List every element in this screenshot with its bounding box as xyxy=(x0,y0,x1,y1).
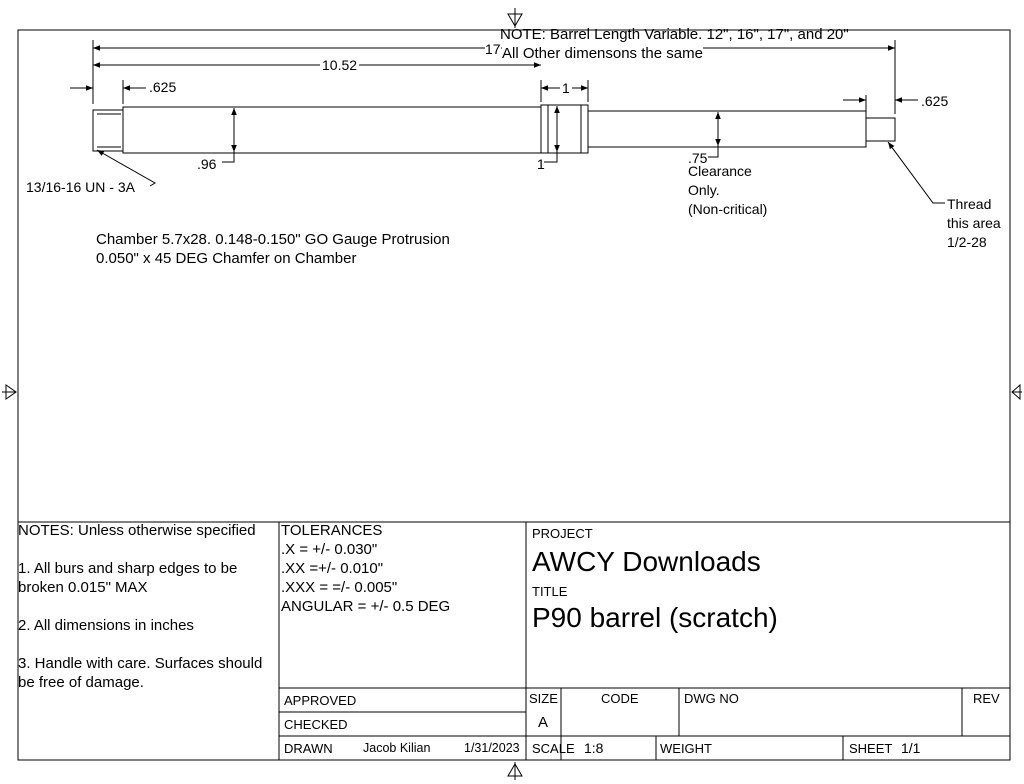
tolerances-heading: TOLERANCES xyxy=(281,522,383,539)
dimension-lines xyxy=(70,45,918,163)
note-line-2: All Other dimensons the same xyxy=(502,45,703,62)
dim-overall: 17 xyxy=(485,41,501,57)
note-item-1-line-1: 1. All burs and sharp edges to be xyxy=(18,560,238,577)
dim-collar-width: 1 xyxy=(560,80,572,96)
dim-chamber-dia: .96 xyxy=(197,156,217,172)
chamber-note-2: 0.050" x 45 DEG Chamfer on Chamber xyxy=(96,250,357,267)
sheet-label: SHEET xyxy=(849,741,893,756)
leader-lines xyxy=(96,141,945,204)
title-value: P90 barrel (scratch) xyxy=(532,602,778,633)
note-item-3-line-2: be free of damage. xyxy=(18,674,144,691)
sheet-border xyxy=(17,29,1011,761)
clearance-line-2: Only. xyxy=(688,182,720,198)
thread-area-line-3: 1/2-28 xyxy=(947,234,987,250)
scale-label: SCALE xyxy=(532,741,575,756)
note-item-3-line-1: 3. Handle with care. Surfaces should xyxy=(18,655,263,672)
drawn-label: DRAWN xyxy=(284,741,333,756)
tolerance-xxx: .XXX = =/- 0.005" xyxy=(281,579,398,596)
tolerance-x: .X = +/- 0.030" xyxy=(281,541,378,558)
drawn-date: 1/31/2023 xyxy=(464,741,520,755)
note-item-2: 2. All dimensions in inches xyxy=(18,617,194,634)
thread-area-line-2: this area xyxy=(947,215,1001,231)
dim-collar-dia: 1 xyxy=(537,156,545,172)
tolerance-angular: ANGULAR = +/- 0.5 DEG xyxy=(281,598,451,615)
rev-label: REV xyxy=(973,691,1000,706)
size-label: SIZE xyxy=(529,691,558,706)
title-block-grid xyxy=(18,521,1010,760)
tolerance-xx: .XX =+/- 0.010" xyxy=(281,560,384,577)
thread-spec-callout: 13/16-16 UN - 3A xyxy=(26,179,135,195)
dwg-no-label: DWG NO xyxy=(684,691,739,706)
dim-thread-length: .625 xyxy=(921,93,949,109)
dim-left-step: .625 xyxy=(149,79,177,95)
approved-label: APPROVED xyxy=(284,693,357,708)
dim-mid-length: 10.52 xyxy=(320,57,360,73)
project-value: AWCY Downloads xyxy=(532,546,761,577)
clearance-line-1: Clearance xyxy=(688,163,752,179)
title-label: TITLE xyxy=(532,584,568,599)
note-item-1-line-2: broken 0.015" MAX xyxy=(18,579,148,596)
centering-marks xyxy=(2,8,1022,780)
notes-heading: NOTES: Unless otherwise specified xyxy=(18,522,256,539)
size-value: A xyxy=(538,714,549,731)
thread-area-line-1: Thread xyxy=(947,196,992,212)
weight-label: WEIGHT xyxy=(660,741,712,756)
barrel-outline xyxy=(92,104,896,154)
scale-value: 1:8 xyxy=(584,740,604,756)
drawn-by: Jacob Kilian xyxy=(363,741,431,755)
note-line-1: NOTE: Barrel Length Variable. 12", 16", … xyxy=(500,26,849,43)
chamber-note-1: Chamber 5.7x28. 0.148-0.150" GO Gauge Pr… xyxy=(96,231,450,248)
project-label: PROJECT xyxy=(532,526,593,541)
clearance-line-3: (Non-critical) xyxy=(688,201,768,217)
sheet-value: 1/1 xyxy=(901,740,921,756)
code-label: CODE xyxy=(601,691,639,706)
dim-muzzle-dia: .75 xyxy=(688,150,708,166)
checked-label: CHECKED xyxy=(284,717,348,732)
